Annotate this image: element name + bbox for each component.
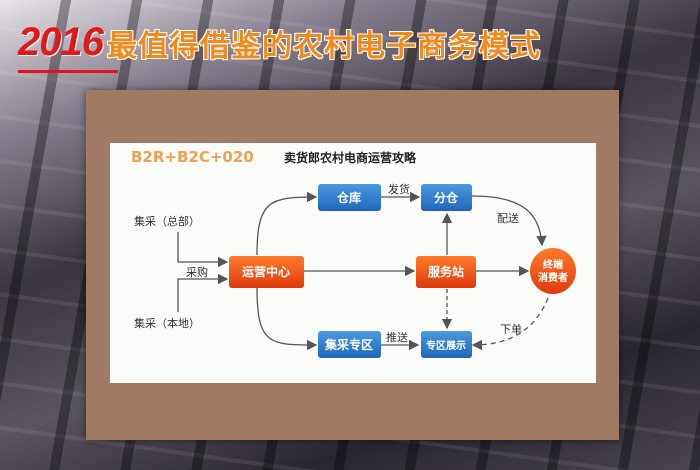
node-warehouse-label: 仓库 xyxy=(336,190,361,205)
node-ops-center-label: 运营中心 xyxy=(242,264,290,279)
node-service-station xyxy=(416,256,476,288)
ship-label: 发货 xyxy=(388,182,410,196)
edge-deliver xyxy=(471,195,547,247)
deliver-label: 配送 xyxy=(497,211,519,225)
source-hq-label: 集采（总部） xyxy=(134,214,200,228)
node-consumer-label-2: 消费者 xyxy=(538,271,568,284)
edge-local-to-ops xyxy=(177,273,229,312)
node-sub-warehouse xyxy=(421,184,472,211)
headline: 2016 最值得借鉴的农村电子商务模式 xyxy=(18,20,541,65)
node-sub-warehouse-label: 分仓 xyxy=(434,190,459,205)
node-warehouse xyxy=(318,184,381,211)
node-ops-center xyxy=(229,256,304,288)
headline-title: 最值得借鉴的农村电子商务模式 xyxy=(106,29,541,64)
order-label: 下单 xyxy=(500,323,522,336)
diagram-title-prefix: B2R+B2C+020 xyxy=(131,148,254,166)
node-zone-display xyxy=(421,331,472,358)
edge-hq-to-ops xyxy=(177,232,229,268)
headline-underline xyxy=(18,70,118,73)
purchase-label: 采购 xyxy=(186,265,208,279)
source-local-label: 集采（本地） xyxy=(134,316,200,330)
node-zone-display-label: 专区展示 xyxy=(426,339,466,352)
edge-order xyxy=(471,297,549,351)
edge-ops-to-warehouse xyxy=(256,191,318,256)
edge-ops-to-zone xyxy=(256,287,318,351)
node-consumer-label-1: 终端 xyxy=(543,258,563,271)
headline-year: 2016 xyxy=(18,20,104,64)
push-label: 推送 xyxy=(386,330,408,344)
diagram-title: 卖货郎农村电商运营攻略 xyxy=(284,150,417,165)
node-collective-zone xyxy=(318,331,381,358)
node-consumer xyxy=(530,248,576,294)
node-service-station-label: 服务站 xyxy=(428,264,464,279)
node-collective-zone-label: 集采专区 xyxy=(324,337,373,352)
